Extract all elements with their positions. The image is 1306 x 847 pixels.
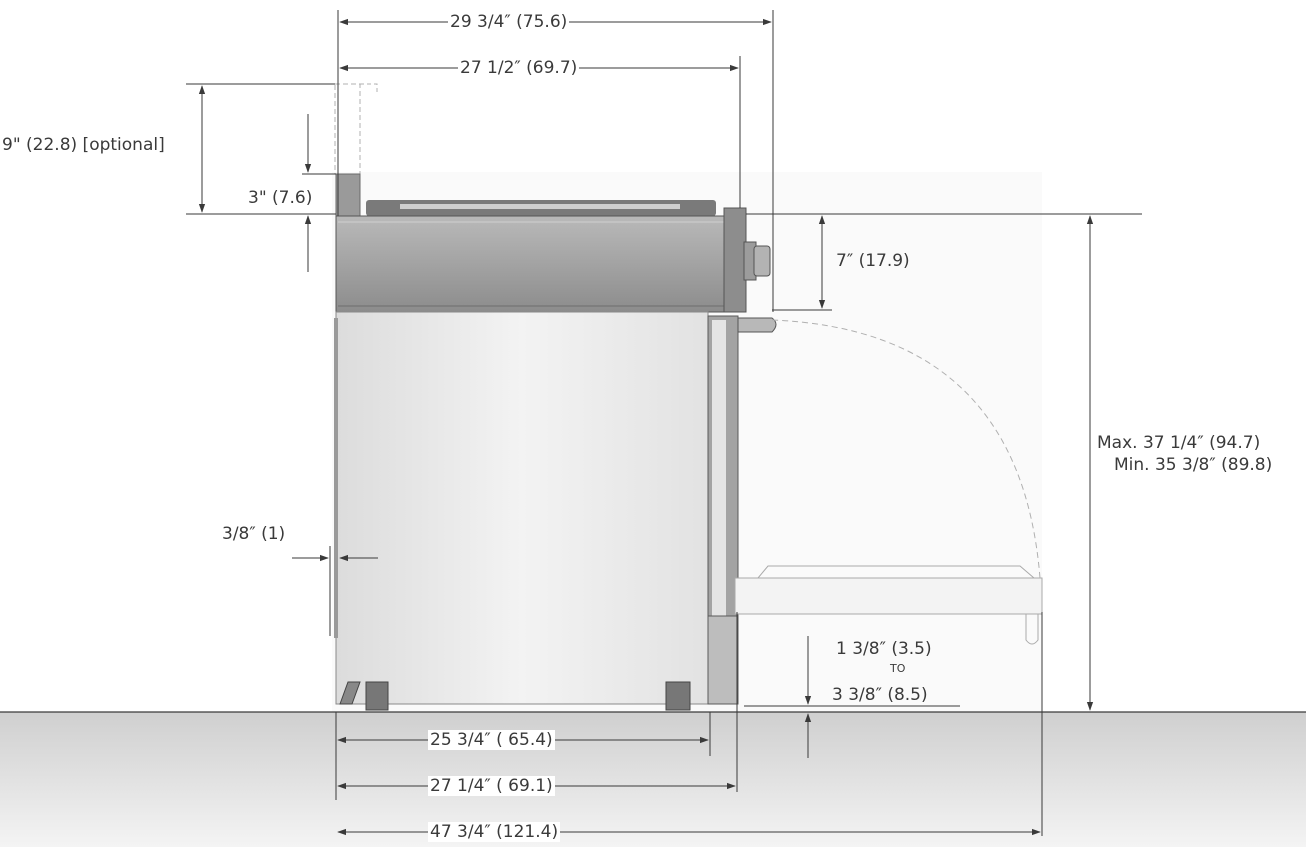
open-door-ghost [734,577,1043,615]
optional-backguard-ghost-lip [360,83,378,92]
label-depth-with-door: 27 1/4″ ( 69.1) [428,776,555,796]
cooktop-grate-highlight [400,204,680,209]
label-depth-control-panel: 27 1/2″ (69.7) [458,58,580,78]
label-side-offset: 3/8″ (1) [222,524,286,544]
door-glass-edge [712,320,726,616]
label-depth-door-open: 47 3/4″ (121.4) [428,822,561,842]
rear-leg [365,681,389,711]
open-door-ghost-top [757,565,1035,579]
label-body-depth: 25 3/4″ ( 65.4) [428,730,555,750]
control-knob [753,245,771,277]
label-min-height: Min. 35 3/8″ (89.8) [1114,455,1273,475]
door-swing-arc [771,319,1041,579]
control-panel-front [723,207,747,313]
label-toe-kick-max: 3 3/8″ (8.5) [832,685,928,705]
label-overall-depth: 29 3/4″ (75.6) [448,12,570,32]
label-toe-kick-to: TO [890,662,906,675]
open-door-ghost-handle [1025,614,1039,645]
floor [0,712,1306,847]
backguard [335,173,361,217]
door-lower-panel [707,615,739,705]
label-toe-kick-min: 1 3/8″ (3.5) [836,639,932,659]
front-leg [665,681,691,711]
label-backguard: 3" (7.6) [248,188,313,208]
range-body [335,311,709,705]
label-max-height: Max. 37 1/4″ (94.7) [1097,433,1261,453]
door-handle [737,317,777,333]
label-backguard-optional: 9" (22.8) [optional] [2,135,165,155]
optional-backguard-ghost [334,83,361,175]
range-top-section [335,215,739,313]
rear-wheel-bracket [339,681,361,705]
label-control-panel-height: 7″ (17.9) [836,251,910,271]
rear-edge [334,318,338,638]
